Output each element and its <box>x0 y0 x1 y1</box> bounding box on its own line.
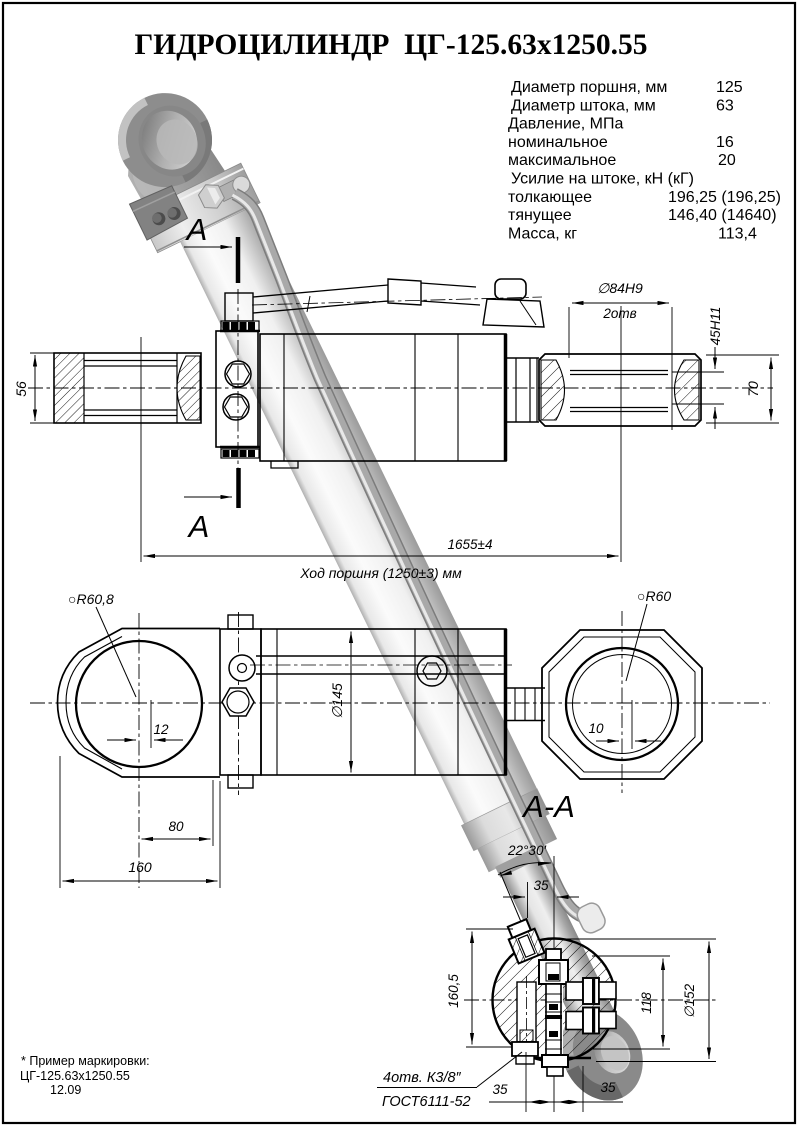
svg-text:* Пример маркировки:: * Пример маркировки: <box>21 1054 150 1068</box>
svg-text:номинальное: номинальное <box>508 134 608 151</box>
svg-text:10: 10 <box>588 721 604 736</box>
svg-text:63: 63 <box>716 97 734 114</box>
svg-text:Диаметр поршня, мм: Диаметр поршня, мм <box>511 79 667 96</box>
svg-text:125: 125 <box>716 79 743 96</box>
svg-text:12.09: 12.09 <box>50 1083 81 1097</box>
svg-text:максимальное: максимальное <box>508 152 616 169</box>
svg-text:160,5: 160,5 <box>446 974 461 1008</box>
svg-text:Диаметр штока, мм: Диаметр штока, мм <box>511 97 656 114</box>
svg-text:70: 70 <box>745 381 761 397</box>
svg-text:196,25 (196,25): 196,25 (196,25) <box>668 189 781 206</box>
svg-text:22°30′: 22°30′ <box>507 843 546 858</box>
svg-text:80: 80 <box>168 819 184 834</box>
svg-text:35: 35 <box>533 878 549 893</box>
svg-text:4отв. К3/8″: 4отв. К3/8″ <box>383 1070 462 1086</box>
svg-text:12: 12 <box>153 722 169 737</box>
svg-text:Усилие на штоке, кН (кГ): Усилие на штоке, кН (кГ) <box>511 171 694 188</box>
svg-text:Ход поршня (1250±3) мм: Ход поршня (1250±3) мм <box>299 565 462 581</box>
svg-text:Давление, МПа: Давление, МПа <box>508 116 623 133</box>
svg-text:ЦГ-125.63х1250.55: ЦГ-125.63х1250.55 <box>20 1069 130 1083</box>
svg-text:толкающее: толкающее <box>508 189 592 206</box>
svg-text:35: 35 <box>600 1080 616 1095</box>
svg-text:∅145: ∅145 <box>329 683 345 719</box>
svg-text:ГИДРОЦИЛИНДР ЦГ-125.63х1250.5: ГИДРОЦИЛИНДР ЦГ-125.63х1250.55 <box>135 29 648 61</box>
svg-text:56: 56 <box>13 381 29 397</box>
svg-text:○R60: ○R60 <box>637 588 671 604</box>
svg-text:1655±4: 1655±4 <box>448 537 493 552</box>
svg-text:А: А <box>187 509 210 544</box>
svg-text:∅84Н9: ∅84Н9 <box>597 280 643 296</box>
svg-text:ГОСТ6111-52: ГОСТ6111-52 <box>382 1094 471 1110</box>
svg-text:тянущее: тянущее <box>508 207 572 224</box>
svg-text:113,4: 113,4 <box>718 225 757 242</box>
svg-text:20: 20 <box>718 152 736 169</box>
svg-text:35: 35 <box>492 1082 508 1097</box>
svg-text:16: 16 <box>716 134 734 151</box>
svg-text:146,40 (14640): 146,40 (14640) <box>668 207 777 224</box>
svg-text:○R60,8: ○R60,8 <box>68 591 114 607</box>
svg-text:А: А <box>185 212 208 247</box>
svg-text:160: 160 <box>128 859 152 875</box>
svg-text:2отв: 2отв <box>602 306 636 321</box>
svg-text:118: 118 <box>639 992 654 1014</box>
svg-text:Масса, кг: Масса, кг <box>508 225 577 242</box>
svg-text:∅152: ∅152 <box>682 983 697 1018</box>
svg-text:А-А: А-А <box>521 789 575 824</box>
svg-text:45Н11: 45Н11 <box>708 307 723 346</box>
